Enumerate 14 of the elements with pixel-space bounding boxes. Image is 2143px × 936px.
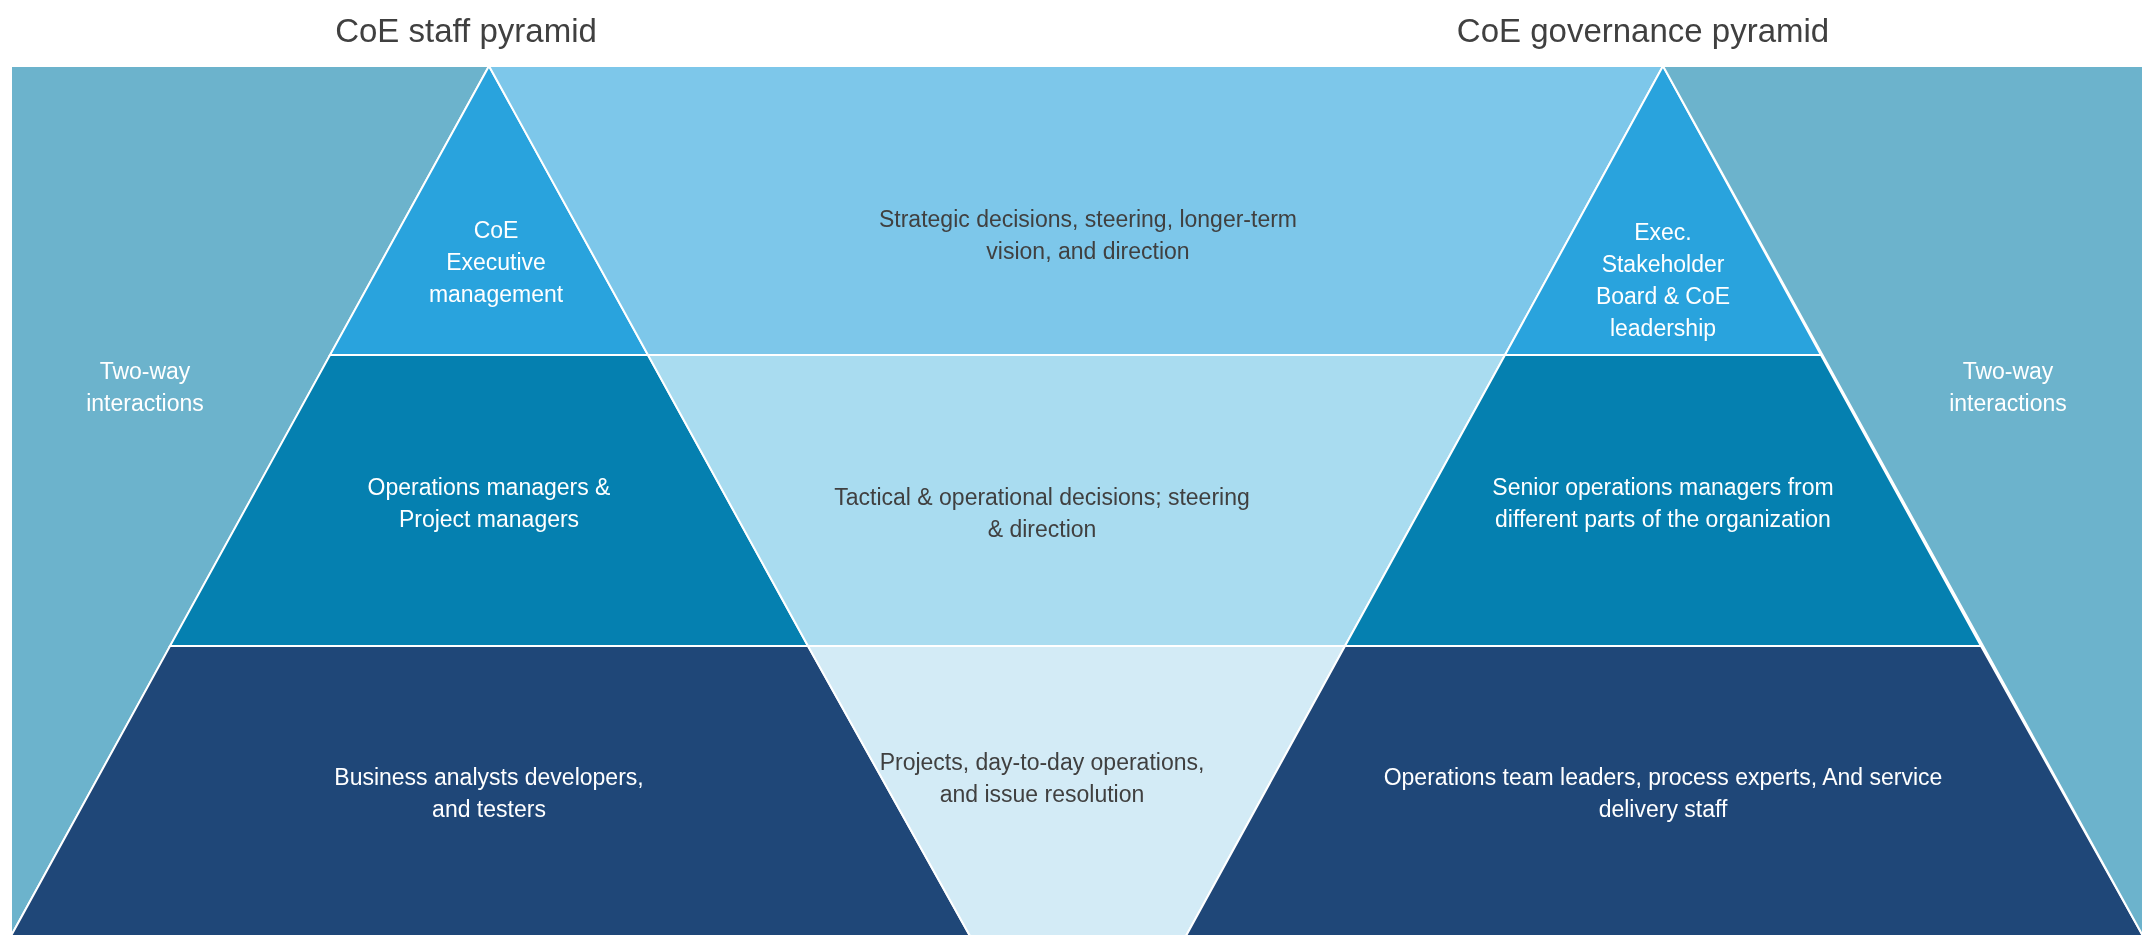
tier-label: Operations team leaders, process experts, And service delivery staff — [1383, 763, 1943, 824]
decision-band — [808, 646, 1345, 936]
tier-label: Projects, day-to-day operations, and issue resolution — [878, 748, 1206, 809]
tier-label: Two-way interactions — [1948, 357, 2068, 418]
tier-label: Strategic decisions, steering, longer-term vision, and direction — [878, 205, 1298, 266]
tier-label: Business analysts developers, and testers — [333, 763, 645, 824]
tier-label: Exec. Stakeholder Board & CoE leadership — [1594, 218, 1732, 343]
tier-label: Senior operations managers from different parts of the organization — [1491, 473, 1835, 534]
pyramid-heading: CoE governance pyramid — [1456, 11, 1830, 51]
tier-label: Operations managers & Project managers — [366, 473, 612, 534]
tier-label: CoE Executive management — [427, 216, 565, 309]
tier-label: Two-way interactions — [85, 357, 205, 418]
pyramid-heading: CoE staff pyramid — [335, 11, 597, 51]
tier-label: Tactical & operational decisions; steering & direction — [833, 483, 1251, 544]
